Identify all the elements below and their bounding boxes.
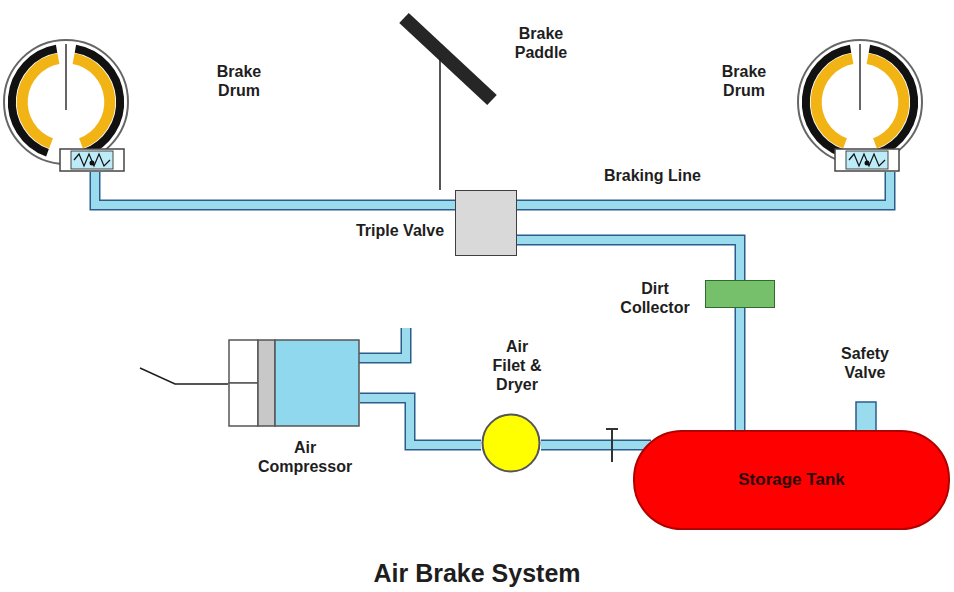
pedal-label: Brake Paddle — [500, 24, 582, 62]
air-pipe — [517, 240, 740, 280]
part-label: Brake Drum — [203, 62, 275, 100]
air-pipe — [541, 445, 651, 446]
triple-valve: Triple Valve — [455, 190, 517, 256]
storage-tank: Storage Tank — [633, 430, 950, 530]
part-label: Air Filet & Dryer — [489, 337, 545, 394]
brake-drum: Brake Drum — [796, 38, 924, 172]
part-label: Triple Valve — [354, 221, 446, 240]
intake-stub-outline — [358, 328, 406, 358]
part-label: Brake Drum — [708, 62, 780, 100]
pedal-rod — [439, 58, 441, 190]
air-compressor: Air Compressor — [228, 338, 360, 428]
pipe-fill — [517, 172, 890, 205]
pipe-fill — [360, 398, 481, 445]
part-label: Dirt Collector — [610, 279, 700, 317]
tank-label: Storage Tank — [738, 470, 844, 490]
pipe-fill — [95, 172, 455, 205]
air-filter: Air Filet & Dryer — [481, 413, 541, 473]
line-label: Braking Line — [604, 166, 701, 185]
air-pipe — [517, 172, 890, 205]
air-pipe — [95, 172, 455, 205]
air-pipe — [360, 398, 481, 445]
dirt-collector: Dirt Collector — [705, 280, 775, 308]
brake-drum-drawing — [796, 38, 924, 172]
compressor-drawing — [228, 338, 360, 428]
pipe-outline — [360, 398, 481, 445]
drain-valve-stem — [611, 429, 613, 462]
brake-drum-drawing — [2, 38, 130, 172]
intake-stub — [358, 328, 406, 358]
pipe-fill — [736, 308, 744, 430]
pipe-outline — [95, 172, 455, 205]
valve-label: Safety Valve — [827, 344, 903, 382]
diagram-title: Air Brake System — [0, 558, 954, 588]
compressor-rod — [140, 368, 228, 384]
part-label: Air Compressor — [250, 438, 360, 476]
pipe-outline — [541, 440, 651, 451]
air-pipe — [740, 308, 741, 430]
pipe-fill — [517, 240, 740, 280]
brake-pedal — [404, 18, 492, 100]
pipe-outline — [517, 240, 740, 280]
brake-drum: Brake Drum — [2, 38, 130, 172]
pipe-outline — [735, 308, 746, 430]
filter-drawing — [481, 413, 541, 473]
pipe-fill — [541, 441, 651, 449]
pipe-outline — [517, 172, 890, 205]
drain-valve-handle — [606, 428, 618, 430]
